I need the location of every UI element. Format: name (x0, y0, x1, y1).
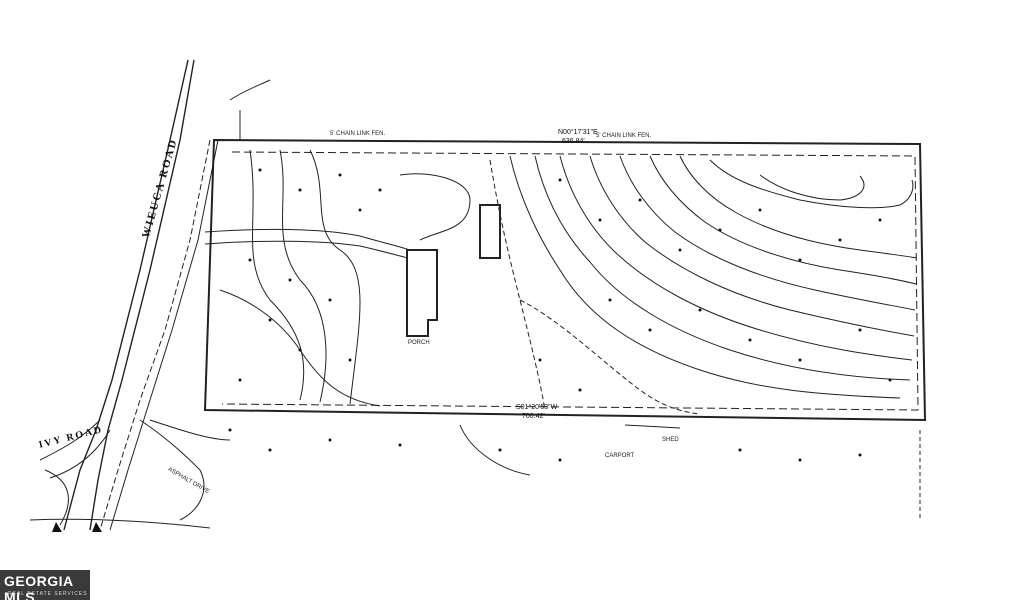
shed-label: SHED (662, 437, 679, 443)
ivy-road-edge (39, 419, 101, 461)
porch-label: PORCH (408, 340, 430, 346)
south-line-distance: 700.42' (522, 413, 545, 420)
south-line-bearing: S01°20'53"W (516, 404, 558, 411)
cul-de-sac (44, 469, 69, 526)
setback-line (221, 151, 919, 411)
fence-note-top: 5' CHAIN LINK FEN. (330, 131, 386, 137)
driveway (204, 228, 411, 251)
spot-elevations (228, 168, 892, 462)
road-edge-right (89, 59, 195, 531)
house-outline-2 (479, 204, 501, 259)
road-centerline (99, 139, 211, 531)
asphalt-drive-lower (139, 419, 205, 521)
road-edge-left (63, 59, 189, 531)
watermark-brand: GEORGIA MLS (4, 573, 74, 605)
georgia-mls-watermark: GEORGIA MLS REAL ESTATE SERVICES (0, 570, 90, 605)
north-line-bearing: N00°17'31"E (558, 129, 598, 136)
north-line-distance: 636.84' (562, 138, 585, 145)
carport-label: CARPORT (605, 453, 635, 459)
monument-marker (52, 522, 62, 532)
ivy-road-edge-2 (49, 429, 111, 479)
monument-marker-2 (92, 522, 102, 532)
property-boundary (203, 138, 927, 422)
watermark-tagline: REAL ESTATE SERVICES (8, 591, 88, 597)
house-outline (406, 249, 438, 337)
fence-note-top-right: 5' CHAIN LINK FEN. (596, 133, 652, 139)
right-of-way (109, 139, 219, 531)
driveway-2 (204, 240, 409, 259)
